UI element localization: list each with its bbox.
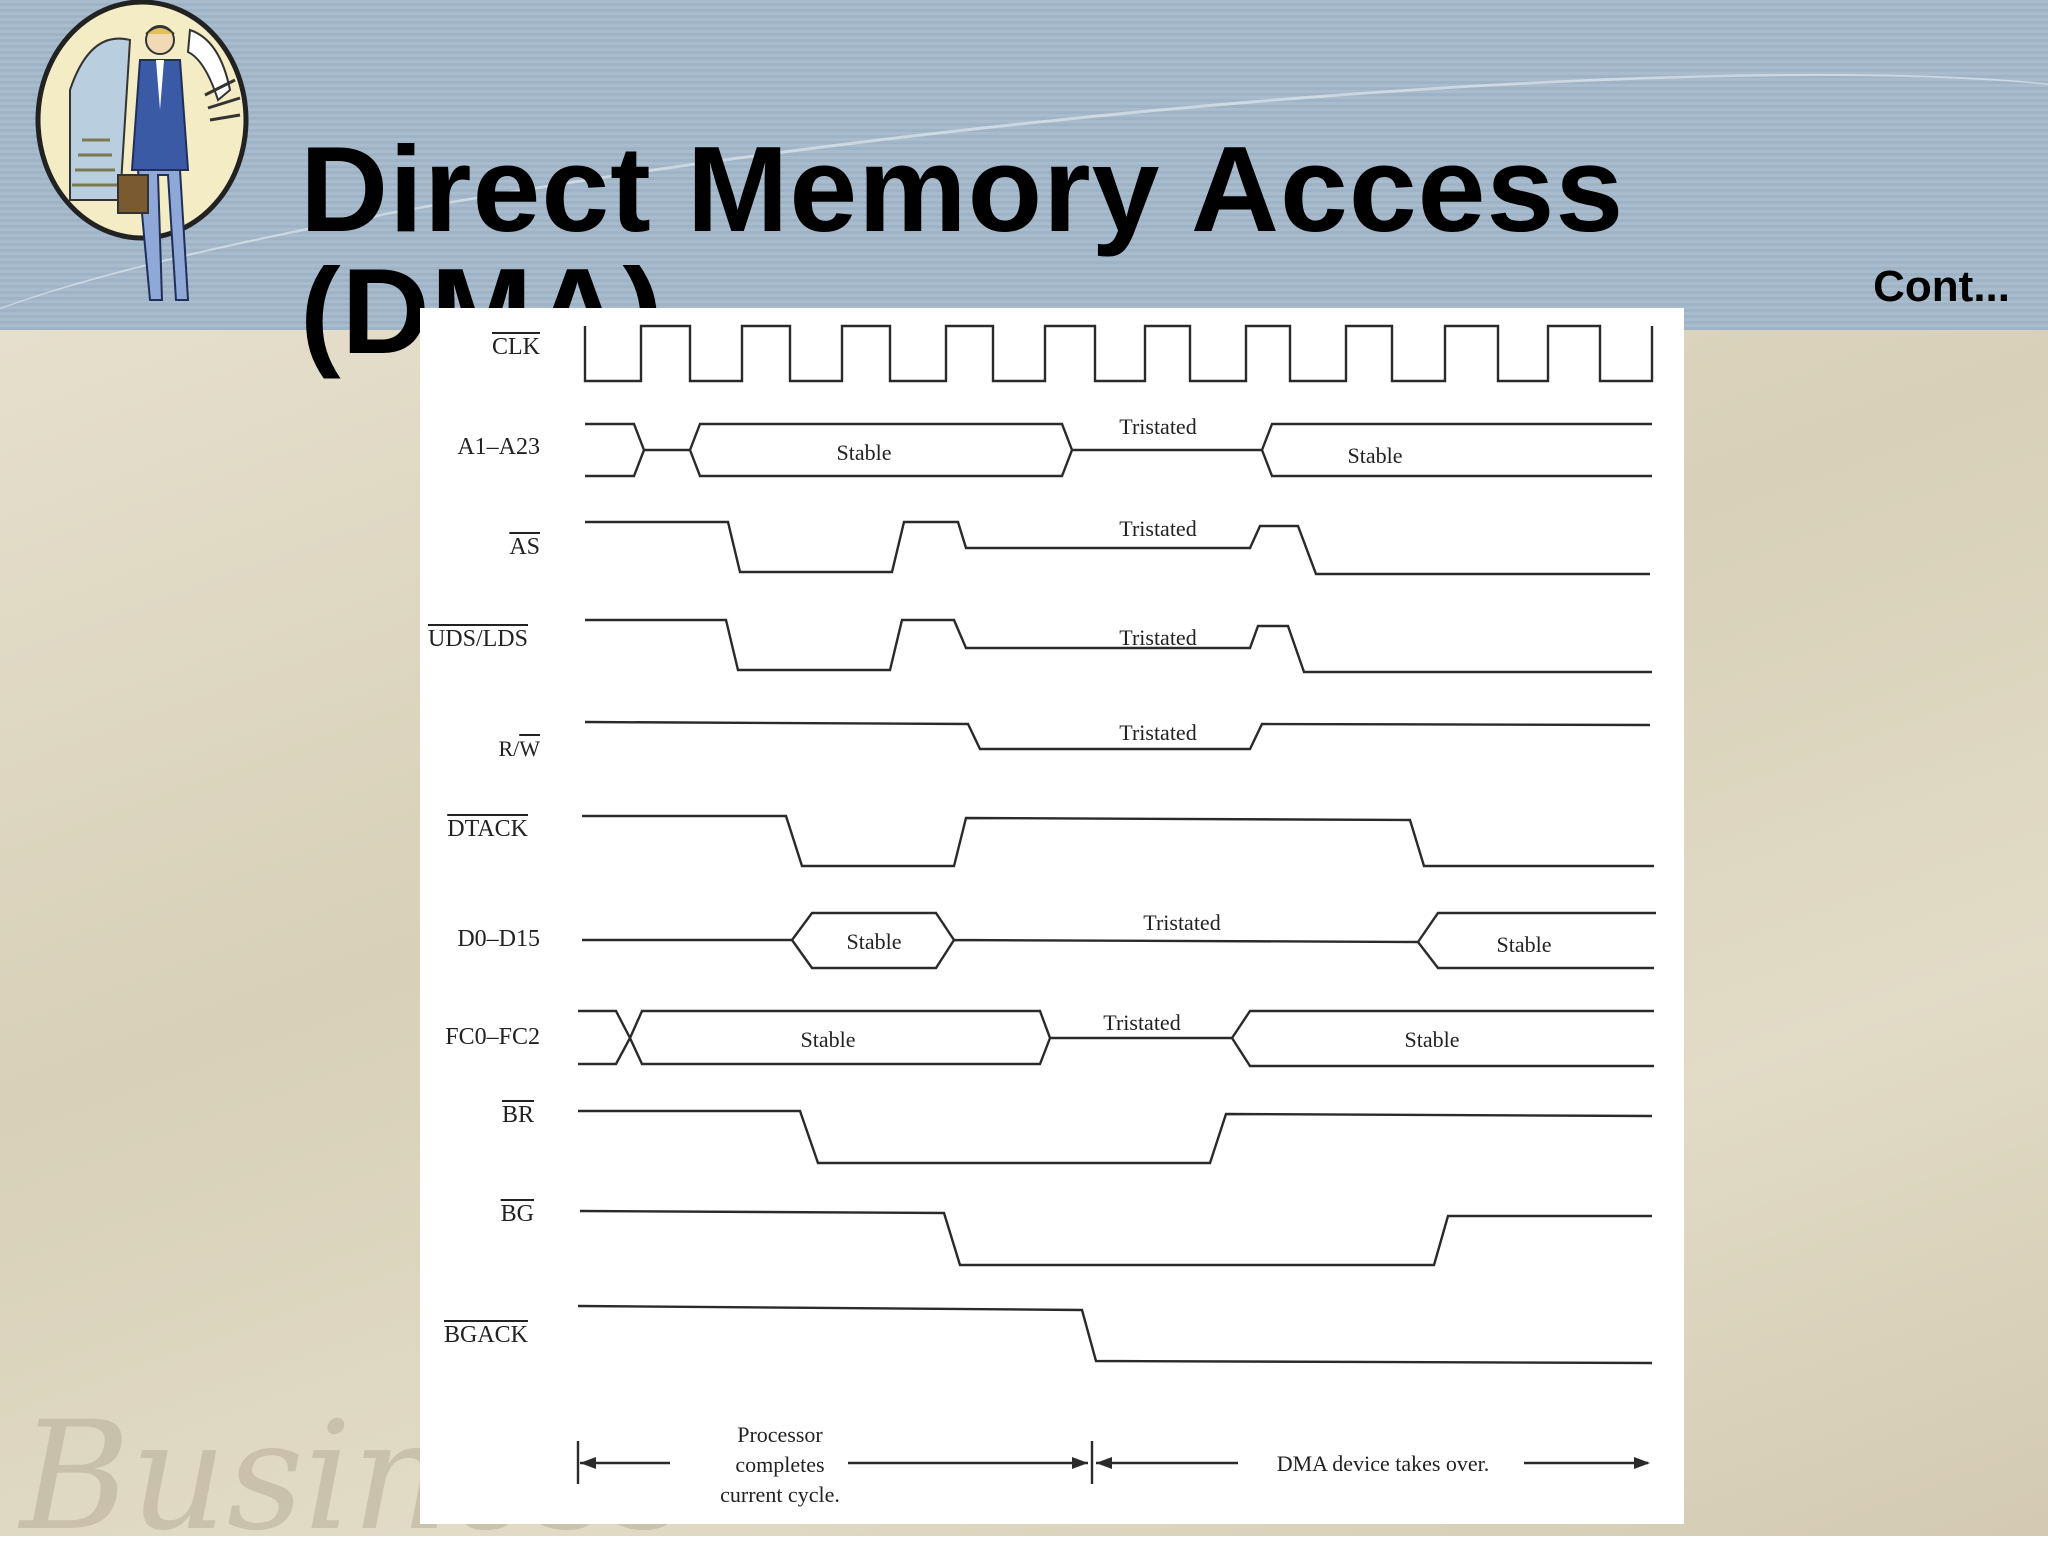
clk-waveform (583, 324, 1654, 383)
signal-label-clk: CLK (492, 334, 540, 360)
arrowhead-left-1 (580, 1457, 596, 1469)
signal-label-rw-w: W (519, 736, 540, 761)
data-stable-2: Stable (1497, 932, 1552, 957)
as-tristated: Tristated (1119, 516, 1196, 541)
data-waveform (582, 911, 1656, 970)
processor-phase-line1: Processor (737, 1422, 823, 1447)
uds-lds-waveform (585, 618, 1652, 674)
fc-tristated: Tristated (1103, 1010, 1180, 1035)
signal-label-data: D0–D15 (457, 926, 540, 952)
processor-phase-line3: current cycle. (720, 1482, 840, 1507)
timing-diagram-panel: Stable Tristated Stable Tristated Trista… (420, 308, 1684, 1524)
timing-diagram: Stable Tristated Stable Tristated Trista… (576, 324, 1656, 1507)
businessman-logo (35, 0, 249, 301)
addr-stable-1: Stable (837, 440, 892, 465)
data-stable-1: Stable (847, 929, 902, 954)
signal-label-dtack: DTACK (447, 816, 528, 842)
addr-waveform (585, 422, 1652, 478)
slide-subtitle: Cont... (1873, 262, 2010, 311)
signal-label-uds-lds: UDS/LDS (427, 626, 528, 652)
signal-label-bg: BG (500, 1201, 534, 1227)
signal-label-as: AS (509, 534, 540, 560)
arrowhead-right-1 (1072, 1457, 1088, 1469)
rw-tristated: Tristated (1119, 720, 1196, 745)
signal-label-br: BR (501, 1102, 534, 1128)
data-tristated: Tristated (1143, 910, 1220, 935)
slide-title: Direct Memory Access (DMA) (300, 121, 1625, 372)
signal-label-rw-r: R/ (498, 736, 520, 761)
dma-phase-label: DMA device takes over. (1277, 1451, 1490, 1476)
bgack-waveform (577, 1304, 1653, 1365)
fc-stable-2: Stable (1405, 1027, 1460, 1052)
signal-label-bgack: BGACK (443, 1322, 528, 1348)
dtack-waveform (582, 814, 1654, 868)
addr-stable-2: Stable (1348, 443, 1403, 468)
rw-waveform (584, 720, 1651, 751)
bg-waveform (579, 1209, 1652, 1267)
fc-stable-1: Stable (801, 1027, 856, 1052)
br-waveform (578, 1109, 1653, 1165)
as-waveform (585, 520, 1650, 576)
addr-tristated: Tristated (1119, 414, 1196, 439)
signal-label-rw: R/W (420, 736, 540, 762)
fc-waveform (578, 1009, 1654, 1068)
signal-label-fc: FC0–FC2 (445, 1024, 540, 1050)
processor-phase-line2: completes (735, 1452, 824, 1477)
uds-lds-tristated: Tristated (1119, 625, 1196, 650)
arrowhead-left-2 (1096, 1457, 1112, 1469)
header-band (0, 0, 2048, 330)
arrowhead-right-2 (1634, 1457, 1650, 1469)
signal-label-addr: A1–A23 (457, 434, 540, 460)
